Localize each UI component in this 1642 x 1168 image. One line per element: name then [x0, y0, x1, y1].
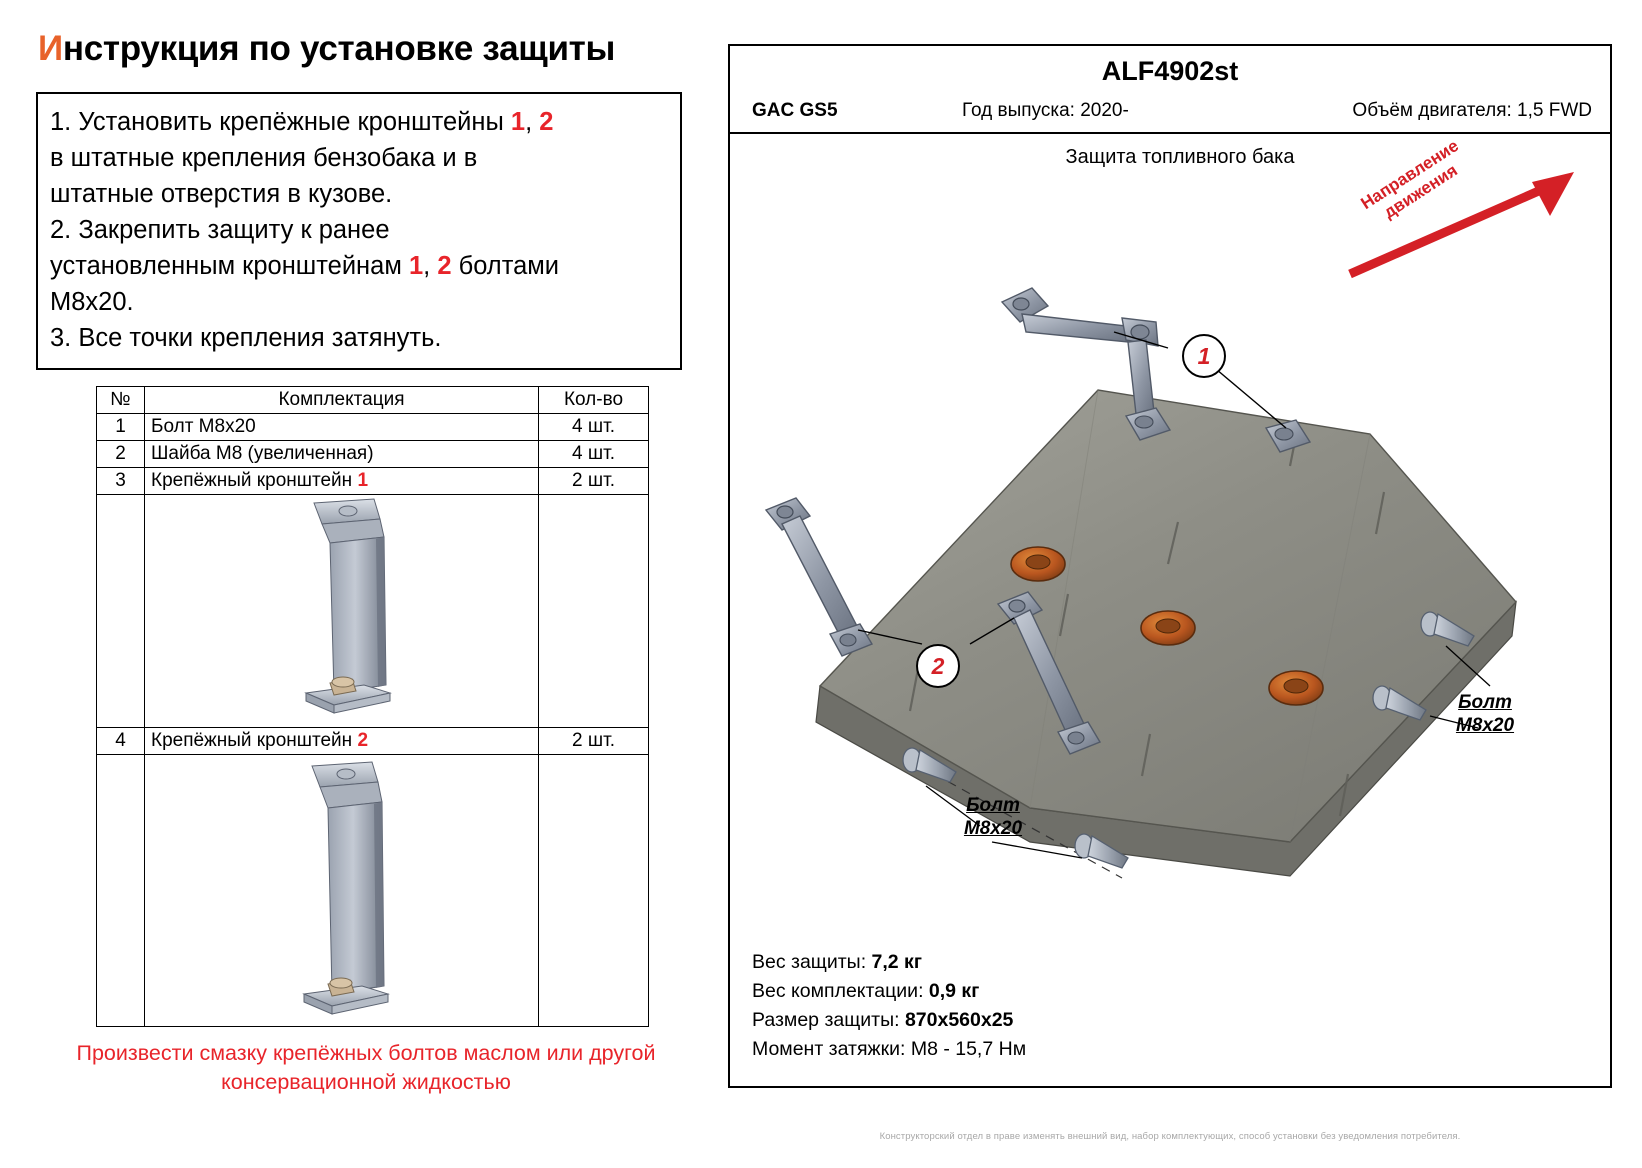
row-name-ref: 2 [357, 730, 369, 751]
skid-plate-svg [764, 287, 1517, 879]
callout-marker-1: 1 [1182, 334, 1226, 378]
warning-line-2: консервационной жидкостью [221, 1070, 511, 1094]
specifications: Вес защиты: 7,2 кг Вес комплектации: 0,9… [752, 948, 1026, 1064]
bracket-1-assembly [1000, 287, 1312, 453]
header-qty: Кол-во [538, 386, 649, 414]
table-row: 4 Крепёжный кронштейн 2 2 шт. [96, 727, 649, 755]
instruction-line-7: 3. Все точки крепления затянуть. [50, 324, 442, 352]
callout-marker-2: 2 [916, 644, 960, 688]
table-row: 3 Крепёжный кронштейн 1 2 шт. [96, 467, 649, 495]
row-no: 4 [96, 727, 145, 755]
bolt-label-right-line2: M8x20 [1455, 715, 1515, 736]
spacer-qty [538, 494, 649, 728]
warning-line-1: Произвести смазку крепёжных болтов масло… [76, 1041, 656, 1065]
spacer-no [96, 494, 145, 728]
vehicle-year: Год выпуска: 2020- [962, 100, 1129, 121]
spec-weight-plate: Вес защиты: 7,2 кг [752, 951, 922, 973]
product-code: ALF4902st [1101, 56, 1239, 86]
spec-size: Размер защиты: 870x560x25 [752, 1009, 1014, 1031]
row-no: 3 [96, 467, 145, 495]
table-row: 1 Болт M8x20 4 шт. [96, 413, 649, 441]
bolt-label-left: Болт M8x20 [928, 794, 1058, 840]
engine-volume: Объём двигателя: 1,5 FWD [1352, 100, 1592, 121]
callout-1-leader-2 [1209, 363, 1287, 429]
row-name-ref: 1 [357, 470, 369, 491]
header-no: № [96, 386, 145, 414]
instruction-line-3: штатные отверстия в кузове. [50, 180, 393, 208]
lubrication-warning: Произвести смазку крепёжных болтов масло… [36, 1039, 696, 1097]
parts-table: № Комплектация Кол-во 1 Болт M8x20 4 шт.… [96, 386, 649, 1027]
bracket-2-assembly [764, 497, 874, 657]
title-rest: нструкция по установке защиты [62, 29, 616, 68]
plate-slots [908, 425, 1386, 817]
bracket-2-on-plate [996, 591, 1102, 755]
bolt-label-right: Болт M8x20 [1420, 691, 1550, 737]
product-subtitle: Защита топливного бака [1065, 146, 1295, 168]
table-row: 2 Шайба M8 (увеличенная) 4 шт. [96, 440, 649, 468]
header-name: Комплектация [144, 386, 539, 414]
instruction-line-2: в штатные крепления бензобака и в [50, 144, 478, 172]
instruction-line-1: 1. Установить крепёжные кронштейны 1, 2 [50, 108, 554, 136]
disclaimer-footer: Конструкторский отдел в праве изменять в… [879, 1131, 1461, 1142]
bolt-label-right-line1: Болт [1458, 692, 1512, 713]
title-accent-letter: И [38, 29, 63, 68]
direction-arrow-icon [1348, 172, 1574, 279]
instruction-line-5: установленным кронштейнам 1, 2 болтами [50, 252, 560, 280]
spec-weight-kit: Вес комплектации: 0,9 кг [752, 980, 980, 1002]
bolt-label-left-line2: M8x20 [963, 818, 1023, 839]
page-title: Инструкция по установке защиты [38, 28, 696, 70]
spacer-no [96, 754, 145, 1027]
instruction-line-4: 2. Закрепить защиту к ранее [50, 216, 390, 244]
bracket-2-image [144, 754, 539, 1027]
skid-plate-drawing [730, 166, 1610, 956]
row-name: Шайба M8 (увеличенная) [144, 440, 539, 468]
bracket-2-drawing [301, 760, 390, 1015]
table-image-row [96, 754, 649, 1027]
row-no: 1 [96, 413, 145, 441]
row-name: Крепёжный кронштейн 2 [144, 727, 539, 755]
bracket-1-drawing [303, 498, 392, 714]
direction-of-travel: Направление движения [1332, 136, 1602, 284]
row-name: Крепёжный кронштейн 1 [144, 467, 539, 495]
callout-2-leader-2 [969, 617, 1015, 645]
row-qty: 2 шт. [538, 467, 649, 495]
bracket-1-image [144, 494, 539, 728]
instruction-line-6: M8x20. [50, 288, 134, 316]
row-qty: 2 шт. [538, 727, 649, 755]
row-no: 2 [96, 440, 145, 468]
row-qty: 4 шт. [538, 413, 649, 441]
plate-grommets [1010, 546, 1324, 706]
left-column: Инструкция по установке защиты 1. Устано… [36, 28, 696, 1138]
spec-torque: Момент затяжки: M8 - 15,7 Нм [752, 1038, 1027, 1060]
spacer-qty [538, 754, 649, 1027]
instructions-box: 1. Установить крепёжные кронштейны 1, 2 … [36, 92, 682, 370]
callout-2-leader [857, 629, 923, 645]
hidden-centerline [919, 765, 1123, 879]
table-image-row [96, 494, 649, 728]
bolt-label-left-line1: Болт [966, 795, 1020, 816]
row-name: Болт M8x20 [144, 413, 539, 441]
row-qty: 4 шт. [538, 440, 649, 468]
vehicle-model: GAC GS5 [752, 100, 838, 121]
bolt-group-right [1372, 611, 1491, 729]
product-panel: ALF4902st GAC GS5 Год выпуска: 2020- Объ… [728, 44, 1612, 1088]
callout-1-leader [1113, 331, 1169, 349]
table-header-row: № Комплектация Кол-во [96, 386, 649, 414]
bolt-group-bottom-left [902, 747, 1129, 869]
product-header: ALF4902st GAC GS5 Год выпуска: 2020- Объ… [730, 46, 1610, 134]
